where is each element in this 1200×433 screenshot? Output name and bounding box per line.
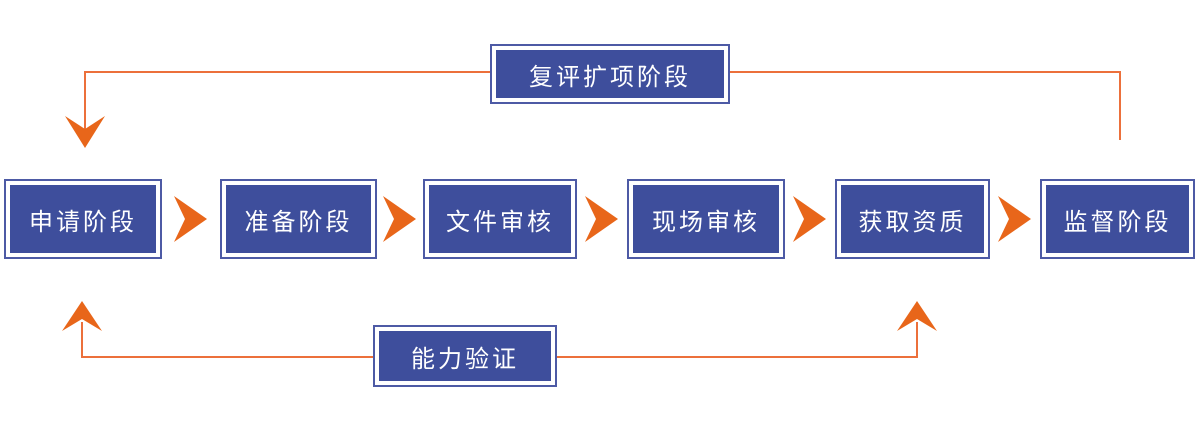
arrow-right-icon (174, 196, 207, 242)
arrow-right-icon (998, 196, 1031, 242)
flow-node-document-review: 文件审核 (423, 179, 577, 259)
flow-node-label: 能力验证 (379, 331, 551, 381)
flow-node-preparation-stage: 准备阶段 (220, 179, 377, 259)
arrow-up-icon (62, 301, 102, 331)
flow-node-label: 准备阶段 (226, 185, 371, 253)
arrow-down-icon (65, 116, 105, 148)
flow-node-label: 文件审核 (429, 185, 571, 253)
flow-node-supervision-stage: 监督阶段 (1040, 179, 1195, 259)
flow-node-label: 监督阶段 (1046, 185, 1189, 253)
arrow-right-icon (585, 196, 618, 242)
arrow-right-icon (793, 196, 826, 242)
flow-node-onsite-review: 现场审核 (627, 179, 785, 259)
flow-node-label: 申请阶段 (10, 185, 156, 253)
flow-node-application-stage: 申请阶段 (4, 179, 162, 259)
flow-node-label: 现场审核 (633, 185, 779, 253)
flow-node-obtain-qualification: 获取资质 (835, 179, 990, 259)
flow-node-reassessment-expansion-stage: 复评扩项阶段 (490, 44, 730, 104)
arrow-right-icon (383, 196, 416, 242)
arrow-up-icon (897, 301, 937, 331)
flow-node-proficiency-testing: 能力验证 (373, 325, 557, 387)
flow-node-label: 获取资质 (841, 185, 984, 253)
flow-node-label: 复评扩项阶段 (496, 50, 724, 98)
